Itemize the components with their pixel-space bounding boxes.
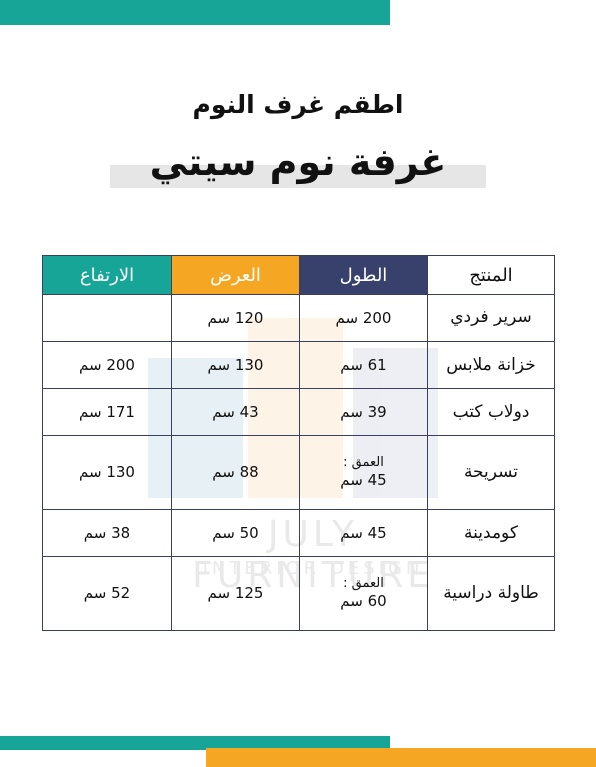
cell-product: طاولة دراسية <box>427 556 555 631</box>
cell-width: 88 سم <box>171 435 300 511</box>
cell-height <box>42 293 172 343</box>
bottom-accent-bar-teal <box>0 736 390 750</box>
cell-product: دولاب كتب <box>427 388 555 437</box>
header-product: المنتج <box>427 255 555 295</box>
cell-length-note: العمق : <box>343 576 384 592</box>
cell-length: العمق :45 سم <box>299 435 428 511</box>
cell-length-value: 61 سم <box>340 355 387 374</box>
table-row: سرير فردي 200 سم 120 سم <box>42 293 555 343</box>
title-highlight <box>110 165 486 188</box>
cell-width: 130 سم <box>171 341 300 390</box>
cell-height: 171 سم <box>42 388 172 437</box>
cell-length-value: 60 سم <box>340 592 387 611</box>
cell-product: كومدينة <box>427 509 555 558</box>
header-width: العرض <box>171 255 300 295</box>
cell-width: 43 سم <box>171 388 300 437</box>
cell-product: سرير فردي <box>427 293 555 343</box>
cell-length-value: 45 سم <box>340 471 387 490</box>
dimensions-table: المنتج الطول العرض الارتفاع سرير فردي 20… <box>42 255 555 631</box>
top-accent-bar <box>0 0 390 25</box>
cell-length: العمق :60 سم <box>299 556 428 631</box>
cell-height: 52 سم <box>42 556 172 631</box>
cell-product: تسريحة <box>427 435 555 511</box>
table-row: تسريحة العمق :45 سم 88 سم 130 سم <box>42 435 555 511</box>
cell-width: 50 سم <box>171 509 300 558</box>
cell-length: 200 سم <box>299 293 428 343</box>
cell-length-note: العمق : <box>343 455 384 471</box>
header-length: الطول <box>299 255 428 295</box>
cell-width: 125 سم <box>171 556 300 631</box>
table-row: خزانة ملابس 61 سم 130 سم 200 سم <box>42 341 555 390</box>
cell-length-value: 39 سم <box>340 402 387 421</box>
cell-length-value: 45 سم <box>340 523 387 542</box>
cell-length: 39 سم <box>299 388 428 437</box>
table-row: كومدينة 45 سم 50 سم 38 سم <box>42 509 555 558</box>
cell-height: 200 سم <box>42 341 172 390</box>
page-subtitle: اطقم غرف النوم <box>192 90 404 119</box>
cell-length: 61 سم <box>299 341 428 390</box>
table-header-row: المنتج الطول العرض الارتفاع <box>42 255 555 295</box>
bottom-accent-bar-orange <box>206 748 596 767</box>
cell-height: 38 سم <box>42 509 172 558</box>
table-row: طاولة دراسية العمق :60 سم 125 سم 52 سم <box>42 556 555 631</box>
cell-width: 120 سم <box>171 293 300 343</box>
cell-product: خزانة ملابس <box>427 341 555 390</box>
page-title: غرفة نوم سيتي <box>149 140 447 184</box>
cell-length: 45 سم <box>299 509 428 558</box>
cell-height: 130 سم <box>42 435 172 511</box>
header-height: الارتفاع <box>42 255 172 295</box>
cell-length-value: 200 سم <box>335 308 392 327</box>
table-row: دولاب كتب 39 سم 43 سم 171 سم <box>42 388 555 437</box>
